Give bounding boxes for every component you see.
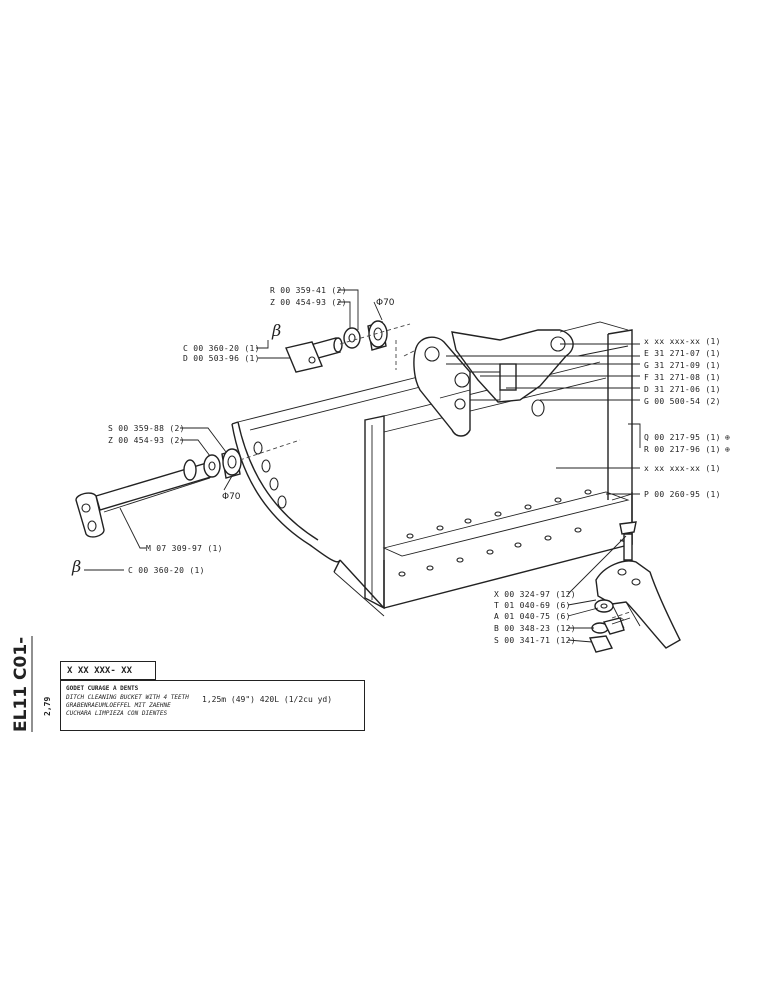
callout-q-00-217-95: Q 00 217-95 (1) bbox=[644, 433, 721, 442]
callout-c-00-360-20-top: C 00 360-20 (1) bbox=[183, 344, 260, 353]
callout-d-00-503-96: D 00 503-96 (1) bbox=[183, 354, 260, 363]
callout-t-01-040-69: T 01 040-69 (6) bbox=[494, 601, 571, 610]
callout-p-00-260-95: P 00 260-95 (1) bbox=[644, 490, 721, 499]
callout-b-00-348-23: B 00 348-23 (12) bbox=[494, 624, 576, 633]
title-table: X XX XXX- XX GODET CURAGE A DENTS DITCH … bbox=[60, 661, 365, 731]
callout-r-00-217-96: R 00 217-96 (1) bbox=[644, 445, 721, 454]
beta-symbol-bottom: β bbox=[71, 557, 81, 576]
table-line-fr: GODET CURAGE A DENTS bbox=[66, 685, 139, 692]
table-line-en: DITCH CLEANING BUCKET WITH 4 TEETH bbox=[66, 694, 189, 701]
diameter-label-top: Φ70 bbox=[376, 298, 395, 308]
callout-a-01-040-75: A 01 040-75 (6) bbox=[494, 612, 571, 621]
callout-z-00-454-93-top: Z 00 454-93 (2) bbox=[270, 298, 347, 307]
callout-x-xx-xxx-xx-2: x xx xxx-xx (1) bbox=[644, 464, 721, 473]
side-code-label: EL11 C01-1 2,79 bbox=[11, 636, 52, 732]
diameter-label-left: Φ70 bbox=[222, 492, 241, 502]
beta-symbol-top: β bbox=[271, 321, 281, 340]
callout-d-31-271-06: D 31 271-06 (1) bbox=[644, 385, 721, 394]
table-line-es: CUCHARA LIMPIEZA CON DIENTES bbox=[66, 710, 168, 717]
bucket-body bbox=[231, 329, 633, 617]
table-spec: 1,25m (49") 420L (1/2cu yd) bbox=[202, 695, 333, 704]
side-page-number: 2,79 bbox=[43, 697, 52, 716]
top-pin-assembly bbox=[285, 320, 411, 373]
callout-g-00-500-54: G 00 500-54 (2) bbox=[644, 397, 721, 406]
table-body: GODET CURAGE A DENTS DITCH CLEANING BUCK… bbox=[60, 680, 365, 731]
callout-z-00-454-93-left: Z 00 454-93 (2) bbox=[108, 436, 185, 445]
callout-c-00-360-20-bottom: C 00 360-20 (1) bbox=[128, 566, 205, 575]
tooth-assembly bbox=[588, 521, 681, 653]
callout-x-00-324-97: X 00 324-97 (12) bbox=[494, 590, 576, 599]
callout-m-07-309-97: M 07 309-97 (1) bbox=[146, 544, 223, 553]
leader-lines bbox=[84, 289, 641, 643]
callout-f-31-271-08: F 31 271-08 (1) bbox=[644, 373, 721, 382]
table-line-de: GRABENRAEUMLOEFFEL MIT ZAEHNE bbox=[66, 702, 171, 709]
callout-s-00-359-88: S 00 359-88 (2) bbox=[108, 424, 185, 433]
table-code: X XX XXX- XX bbox=[60, 661, 156, 680]
callout-x-xx-xxx-xx-1: x xx xxx-xx (1) bbox=[644, 337, 721, 346]
r-symbol-icon: ⊕ bbox=[725, 445, 730, 454]
callout-e-31-271-07: E 31 271-07 (1) bbox=[644, 349, 721, 358]
callout-s-00-341-71: S 00 341-71 (12) bbox=[494, 636, 576, 645]
side-code-text: EL11 C01-1 bbox=[11, 636, 31, 732]
callout-labels: R 00 359-41 (2) Z 00 454-93 (2) Φ70 β C … bbox=[71, 286, 730, 645]
linkage-brackets bbox=[395, 321, 629, 437]
q-symbol-icon: ⊕ bbox=[725, 433, 730, 442]
left-pin-assembly bbox=[75, 439, 301, 538]
callout-g-31-271-09: G 31 271-09 (1) bbox=[644, 361, 721, 370]
callout-r-00-359-41: R 00 359-41 (2) bbox=[270, 286, 347, 295]
